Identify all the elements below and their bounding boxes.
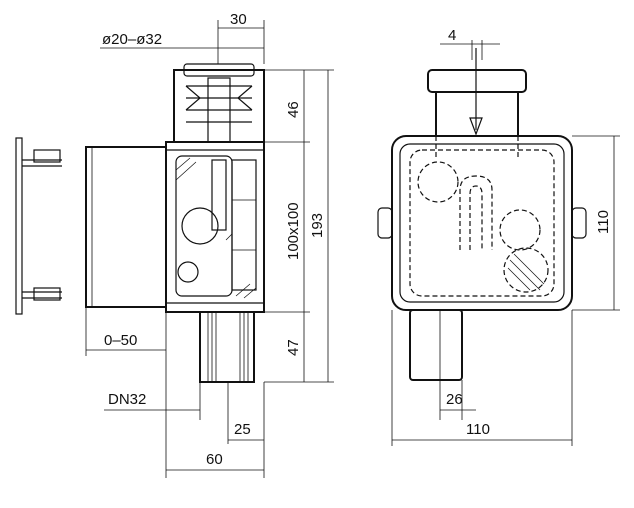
dim-right-outlet-offset: 26: [446, 391, 463, 408]
dim-outlet-height: 47: [285, 339, 302, 356]
dim-depth-range: 0–50: [104, 332, 137, 349]
side-section-view: 30 ø20–ø32 46 100x100 193 47 0–50 DN32 2…: [15, 11, 334, 478]
dim-right-width: 110: [466, 421, 490, 438]
dim-total-height: 193: [309, 213, 326, 238]
dim-inlet-height: 46: [285, 101, 302, 118]
dim-right-height: 110: [595, 210, 612, 234]
dim-top-width: 30: [230, 11, 247, 28]
dim-dia-range: ø20–ø32: [102, 31, 162, 48]
dim-box-size: 100x100: [285, 202, 302, 260]
dim-right-offset: 4: [448, 27, 456, 44]
dim-outlet-offset: 25: [234, 421, 251, 438]
front-view: 4 26 110 110: [377, 27, 620, 446]
dim-bottom-width: 60: [206, 451, 223, 468]
dim-dn-label: DN32: [108, 391, 146, 408]
